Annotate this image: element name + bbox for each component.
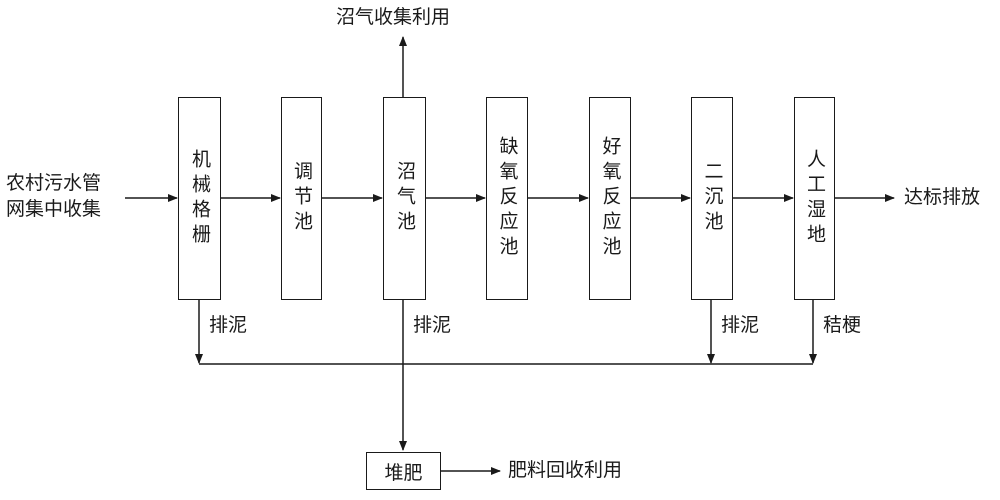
unit-grille: 机械格栅 — [178, 97, 221, 300]
wetland-straw-label: 秸梗 — [823, 314, 862, 336]
unit-secondary: 二沉池 — [691, 97, 733, 300]
unit-secondary-label: 二沉池 — [701, 161, 724, 236]
unit-regulating: 调节池 — [281, 97, 322, 300]
unit-anoxic: 缺氧反应池 — [486, 97, 528, 300]
unit-anoxic-label: 缺氧反应池 — [496, 136, 519, 261]
unit-biogas: 沼气池 — [383, 97, 426, 300]
unit-grille-label: 机械格栅 — [189, 148, 211, 249]
unit-regulating-label: 调节池 — [291, 161, 313, 236]
biogas-sludge-label: 排泥 — [413, 314, 452, 336]
unit-wetland-label: 人工湿地 — [804, 148, 826, 249]
unit-aerobic-label: 好氧反应池 — [599, 136, 622, 261]
unit-wetland: 人工湿地 — [794, 97, 835, 300]
fertilizer-label: 肥料回收利用 — [508, 459, 623, 481]
biogas-use-label: 沼气收集利用 — [336, 6, 451, 28]
source-label: 农村污水管 网集中收集 — [6, 172, 102, 220]
grille-sludge-label: 排泥 — [209, 314, 248, 336]
compost-label: 堆肥 — [384, 461, 423, 484]
unit-biogas-label: 沼气池 — [394, 161, 416, 236]
unit-aerobic: 好氧反应池 — [589, 97, 631, 300]
outlet-label: 达标排放 — [904, 186, 981, 208]
compost-box: 堆肥 — [366, 452, 441, 490]
secondary-sludge-label: 排泥 — [721, 314, 760, 336]
